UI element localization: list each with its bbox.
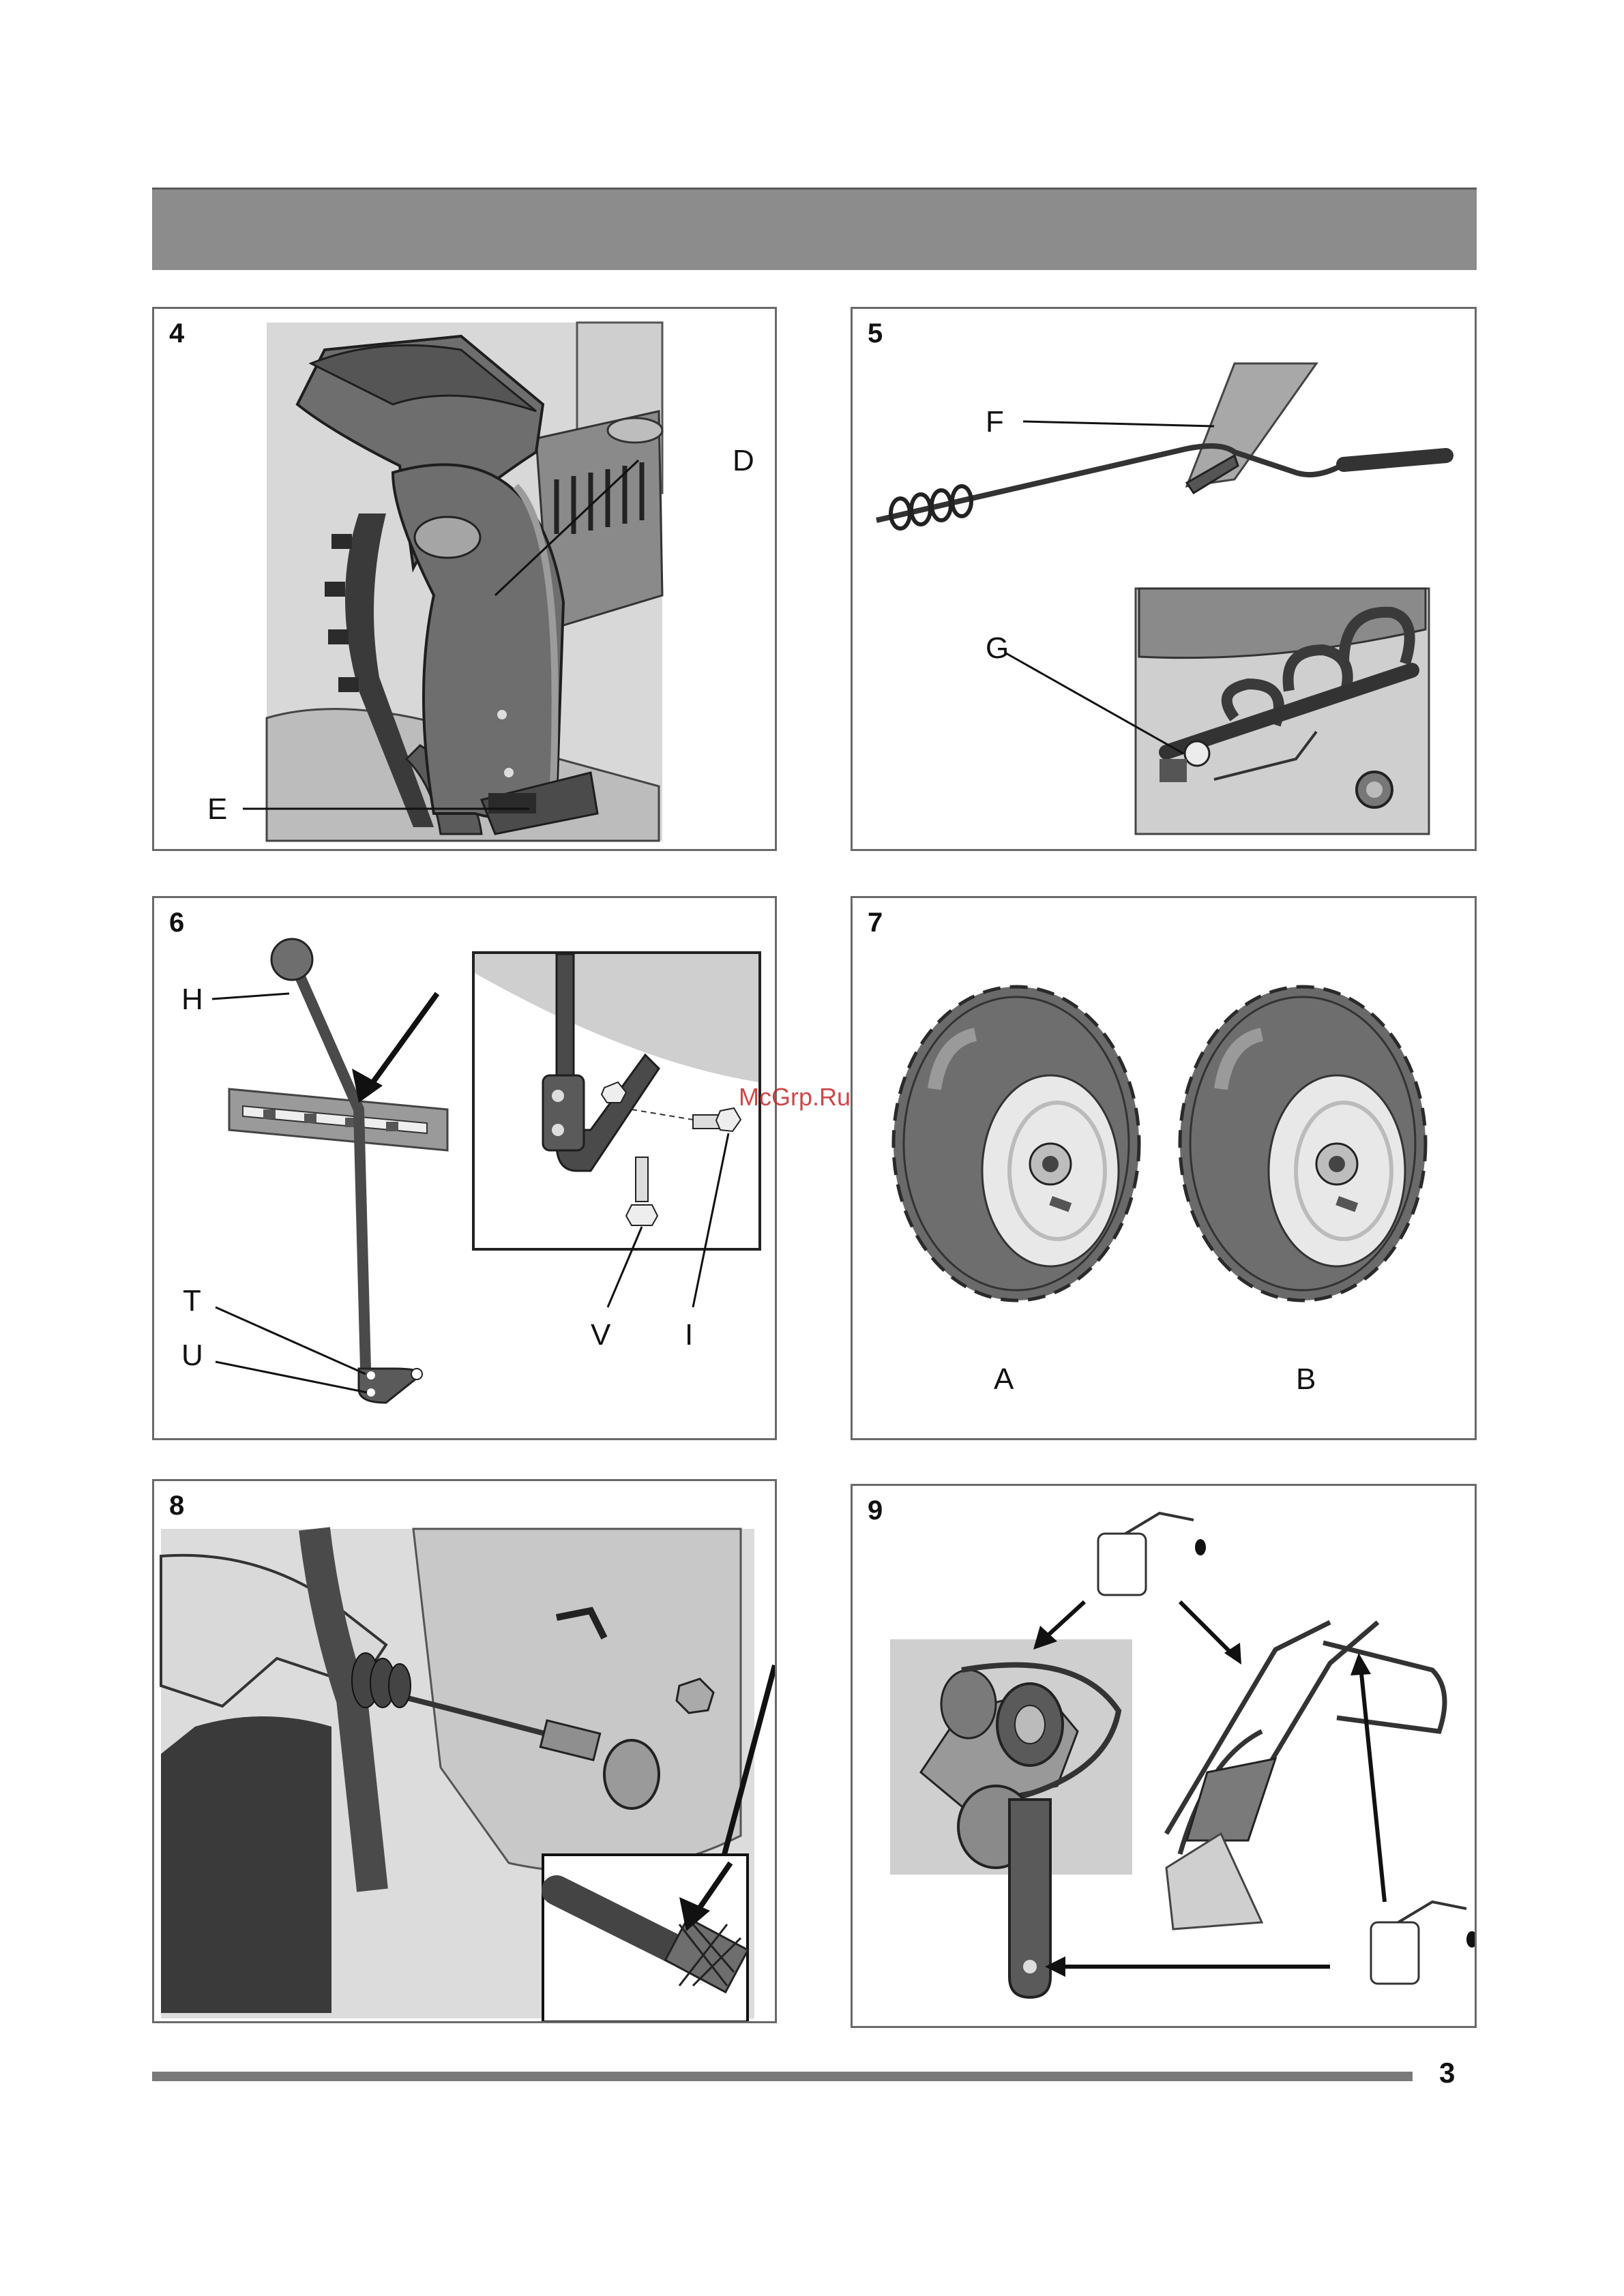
figure-6-label-t: T — [183, 1284, 201, 1317]
figure-7-label-b: B — [1296, 1362, 1316, 1396]
figure-4-label-e: E — [207, 792, 227, 826]
oil-can-top — [1098, 1513, 1206, 1595]
page-number: 3 — [1439, 2057, 1455, 2089]
figure-6-label-h: H — [181, 983, 203, 1016]
figure-7-label-a: A — [994, 1362, 1014, 1396]
figure-6-label-v: V — [591, 1318, 611, 1352]
figure-9-drawing — [853, 1486, 1477, 2028]
figure-5-label-f: F — [986, 405, 1004, 438]
figure-8-panel: 8 — [152, 1479, 777, 2023]
header-bar — [152, 188, 1477, 270]
figure-4-drawing: D E — [154, 309, 777, 851]
figure-6-drawing: H T U V I — [154, 898, 777, 1440]
figure-6-label-u: U — [181, 1339, 203, 1372]
figure-5-drawing: F G — [853, 309, 1477, 851]
figure-4-label-d: D — [733, 444, 754, 477]
figure-4-panel: 4 D E — [152, 307, 777, 851]
footer-bar — [152, 2072, 1413, 2081]
figure-6-panel: 6 H T U V I — [152, 896, 777, 1440]
figure-5-panel: 5 F G — [851, 307, 1477, 851]
figure-8-drawing — [154, 1481, 777, 2023]
oil-can-bottom — [1371, 1902, 1477, 1984]
figure-7-panel: 7 A B — [851, 896, 1477, 1440]
wheel-a — [894, 987, 1139, 1300]
figure-7-drawing: A B — [853, 898, 1477, 1440]
figure-6-label-i: I — [685, 1318, 693, 1352]
wheel-b — [1180, 987, 1426, 1300]
figure-9-panel: 9 — [851, 1484, 1477, 2028]
watermark-text: McGrp.Ru — [739, 1083, 851, 1112]
figure-5-label-g: G — [986, 631, 1009, 665]
